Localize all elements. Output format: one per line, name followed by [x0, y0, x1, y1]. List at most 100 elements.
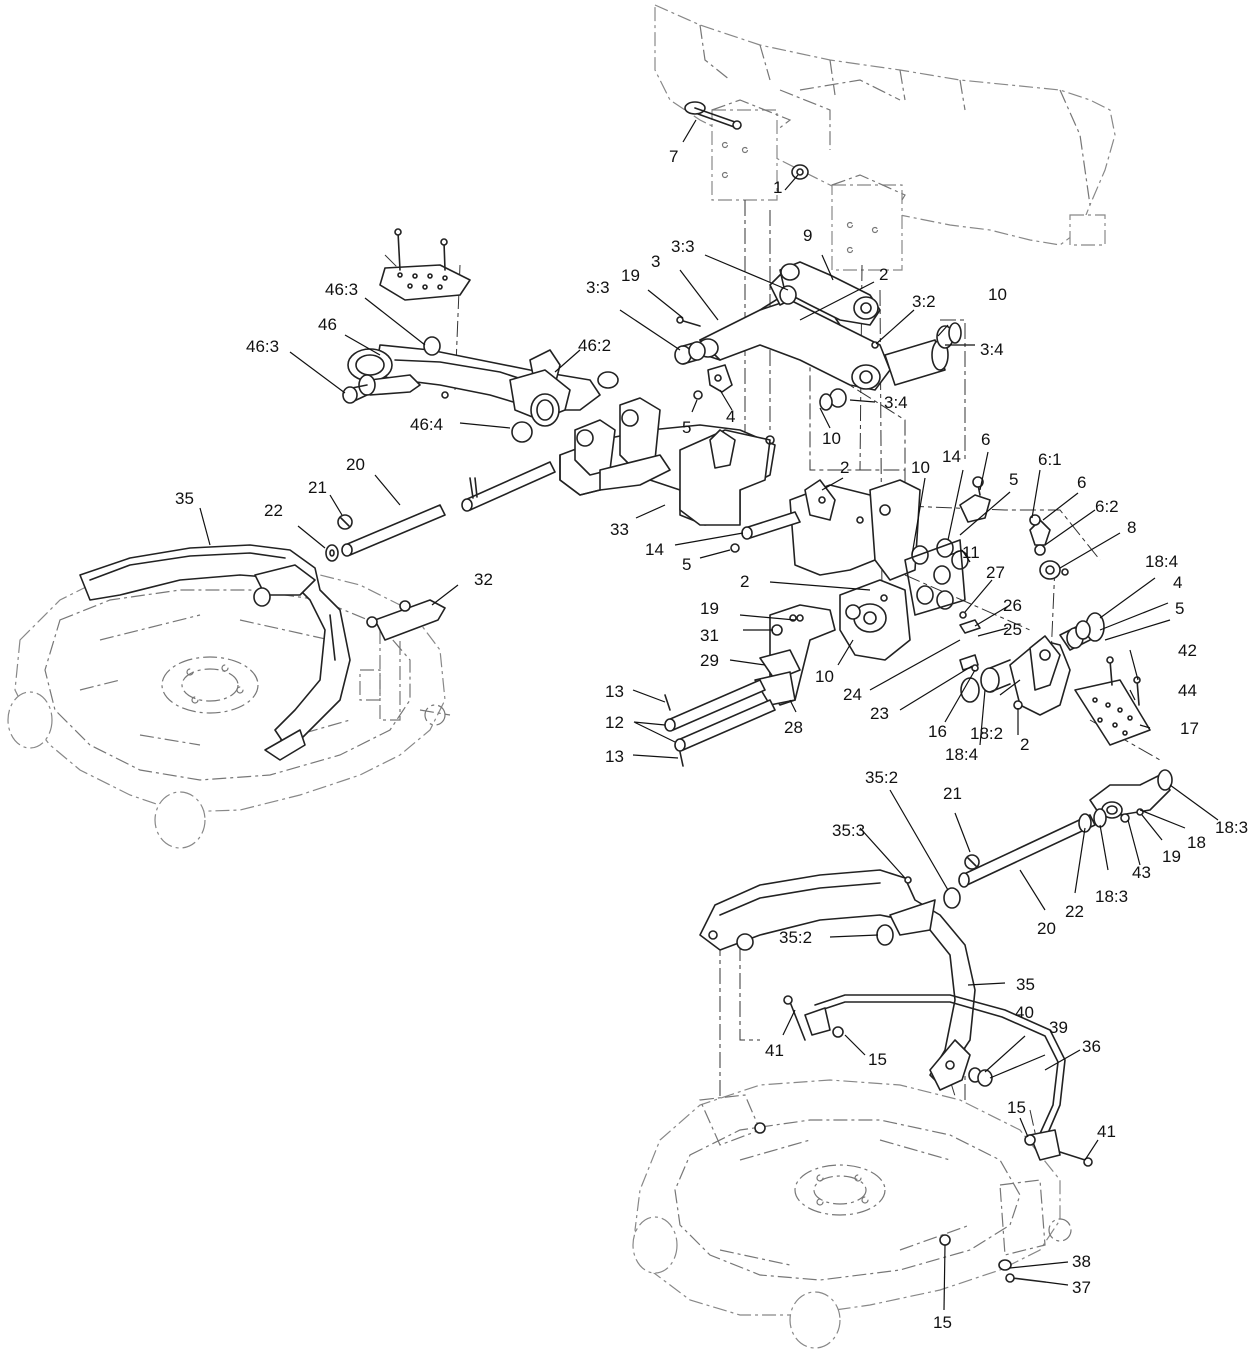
callout-4-upper: 4 — [726, 407, 735, 426]
ball-joint-6 — [959, 476, 991, 523]
callout-4-right: 4 — [1173, 573, 1182, 592]
callout-8: 8 — [1127, 518, 1136, 537]
callout-15-bottom: 15 — [933, 1313, 952, 1332]
callout-18-3-right: 18:3 — [1215, 818, 1248, 837]
callout-46-2: 46:2 — [578, 336, 611, 355]
callout-10-mid: 10 — [911, 458, 930, 477]
bracket-32 — [366, 599, 446, 641]
callout-21-left: 21 — [308, 478, 327, 497]
callout-5-right-upper: 5 — [1009, 470, 1018, 489]
rod-end-8 — [1039, 560, 1069, 580]
callout-35-2-lower: 35:2 — [779, 928, 812, 947]
callout-23: 23 — [870, 704, 889, 723]
callout-37: 37 — [1072, 1278, 1091, 1297]
mount-bar-35-left — [79, 544, 351, 761]
callout-20-right: 20 — [1037, 919, 1056, 938]
pin-13-lower — [679, 751, 684, 767]
callout-36: 36 — [1082, 1037, 1101, 1056]
callout-2-mid: 2 — [840, 458, 849, 477]
callout-46-3-top: 46:3 — [325, 280, 358, 299]
mower-deck-right — [632, 1079, 1072, 1349]
clip-21-left — [337, 514, 353, 530]
callout-14-mid: 14 — [645, 540, 664, 559]
callout-32: 32 — [474, 570, 493, 589]
callout-3-3-top: 3:3 — [671, 237, 695, 256]
callout-2-lower: 2 — [740, 572, 749, 591]
callout-9: 9 — [803, 226, 812, 245]
spacers-11 — [904, 538, 969, 616]
pivot-mount-9 — [779, 261, 881, 326]
callout-18-3-lower: 18:3 — [1095, 887, 1128, 906]
callout-17: 17 — [1180, 719, 1199, 738]
callout-13-lower: 13 — [605, 747, 624, 766]
callout-7: 7 — [669, 147, 678, 166]
callout-16: 16 — [928, 722, 947, 741]
bracket-28 — [754, 604, 836, 706]
callout-6-right: 6 — [1077, 473, 1086, 492]
bolt-7 — [684, 101, 742, 130]
callout-18-2: 18:2 — [970, 724, 1003, 743]
callout-29: 29 — [700, 651, 719, 670]
callout-19-lower: 19 — [1162, 847, 1181, 866]
callout-6-1: 6:1 — [1038, 450, 1062, 469]
leader-lines — [199, 119, 1219, 1311]
callout-2-right: 2 — [1020, 735, 1029, 754]
callout-35-2-top: 35:2 — [865, 768, 898, 787]
callout-18-4-top: 18:4 — [1145, 552, 1178, 571]
ball-joint-6-right — [1029, 514, 1051, 556]
callout-20-left: 20 — [346, 455, 365, 474]
callout-3-3-left: 3:3 — [586, 278, 610, 297]
callout-26: 26 — [1003, 596, 1022, 615]
nut-1 — [791, 164, 809, 180]
callout-22-right: 22 — [1065, 902, 1084, 921]
callout-15-right: 15 — [1007, 1098, 1026, 1117]
pivot-bracket-right — [789, 479, 921, 581]
pin-13-upper — [664, 694, 671, 711]
callout-2-top: 2 — [879, 265, 888, 284]
callout-41-right: 41 — [1097, 1122, 1116, 1141]
callout-46: 46 — [318, 315, 337, 334]
bolt-37-washer-38 — [998, 1259, 1046, 1283]
callout-18-4-lower: 18:4 — [945, 745, 978, 764]
callout-27: 27 — [986, 563, 1005, 582]
bushings-3-3 — [674, 285, 797, 365]
callout-44: 44 — [1178, 681, 1197, 700]
callout-42: 42 — [1178, 641, 1197, 660]
callout-31: 31 — [700, 626, 719, 645]
mower-deck-left — [7, 559, 451, 849]
callout-24: 24 — [843, 685, 862, 704]
callout-14-right: 14 — [942, 447, 961, 466]
callout-46-4: 46:4 — [410, 415, 443, 434]
pins-12 — [664, 679, 776, 752]
callout-25: 25 — [1003, 620, 1022, 639]
top-plate-left — [379, 228, 471, 301]
bolt-19-top — [676, 316, 701, 327]
rod-36 — [804, 994, 1066, 1161]
pivot-tube-18-4 — [1059, 612, 1105, 651]
callout-5-mid: 5 — [682, 555, 691, 574]
callout-40: 40 — [1015, 1003, 1034, 1022]
callout-46-3-left: 46:3 — [246, 337, 279, 356]
callout-5-right: 5 — [1175, 599, 1184, 618]
bolts-41 — [783, 995, 1093, 1167]
callout-28: 28 — [784, 718, 803, 737]
callout-19-mid: 19 — [700, 599, 719, 618]
callout-6-left: 6 — [981, 430, 990, 449]
callout-labels: 7 1 9 3:3 3 3:3 19 2 3:2 10 3:4 46:3 46 … — [175, 147, 1248, 1332]
callout-43: 43 — [1132, 863, 1151, 882]
nut-5b — [730, 543, 740, 553]
callout-6-2: 6:2 — [1095, 497, 1119, 516]
callout-13-upper: 13 — [605, 682, 624, 701]
callout-3-2: 3:2 — [912, 292, 936, 311]
callout-3-4-lower: 3:4 — [884, 393, 908, 412]
callout-33: 33 — [610, 520, 629, 539]
callout-5-upper: 5 — [682, 418, 691, 437]
nut-5a — [693, 390, 703, 400]
bracket-4 — [707, 364, 733, 393]
clip-21-right — [964, 854, 980, 870]
top-plate-right — [1074, 656, 1151, 746]
callout-38: 38 — [1072, 1252, 1091, 1271]
callout-41-left: 41 — [765, 1041, 784, 1060]
clip-parts-23-27 — [959, 611, 981, 672]
